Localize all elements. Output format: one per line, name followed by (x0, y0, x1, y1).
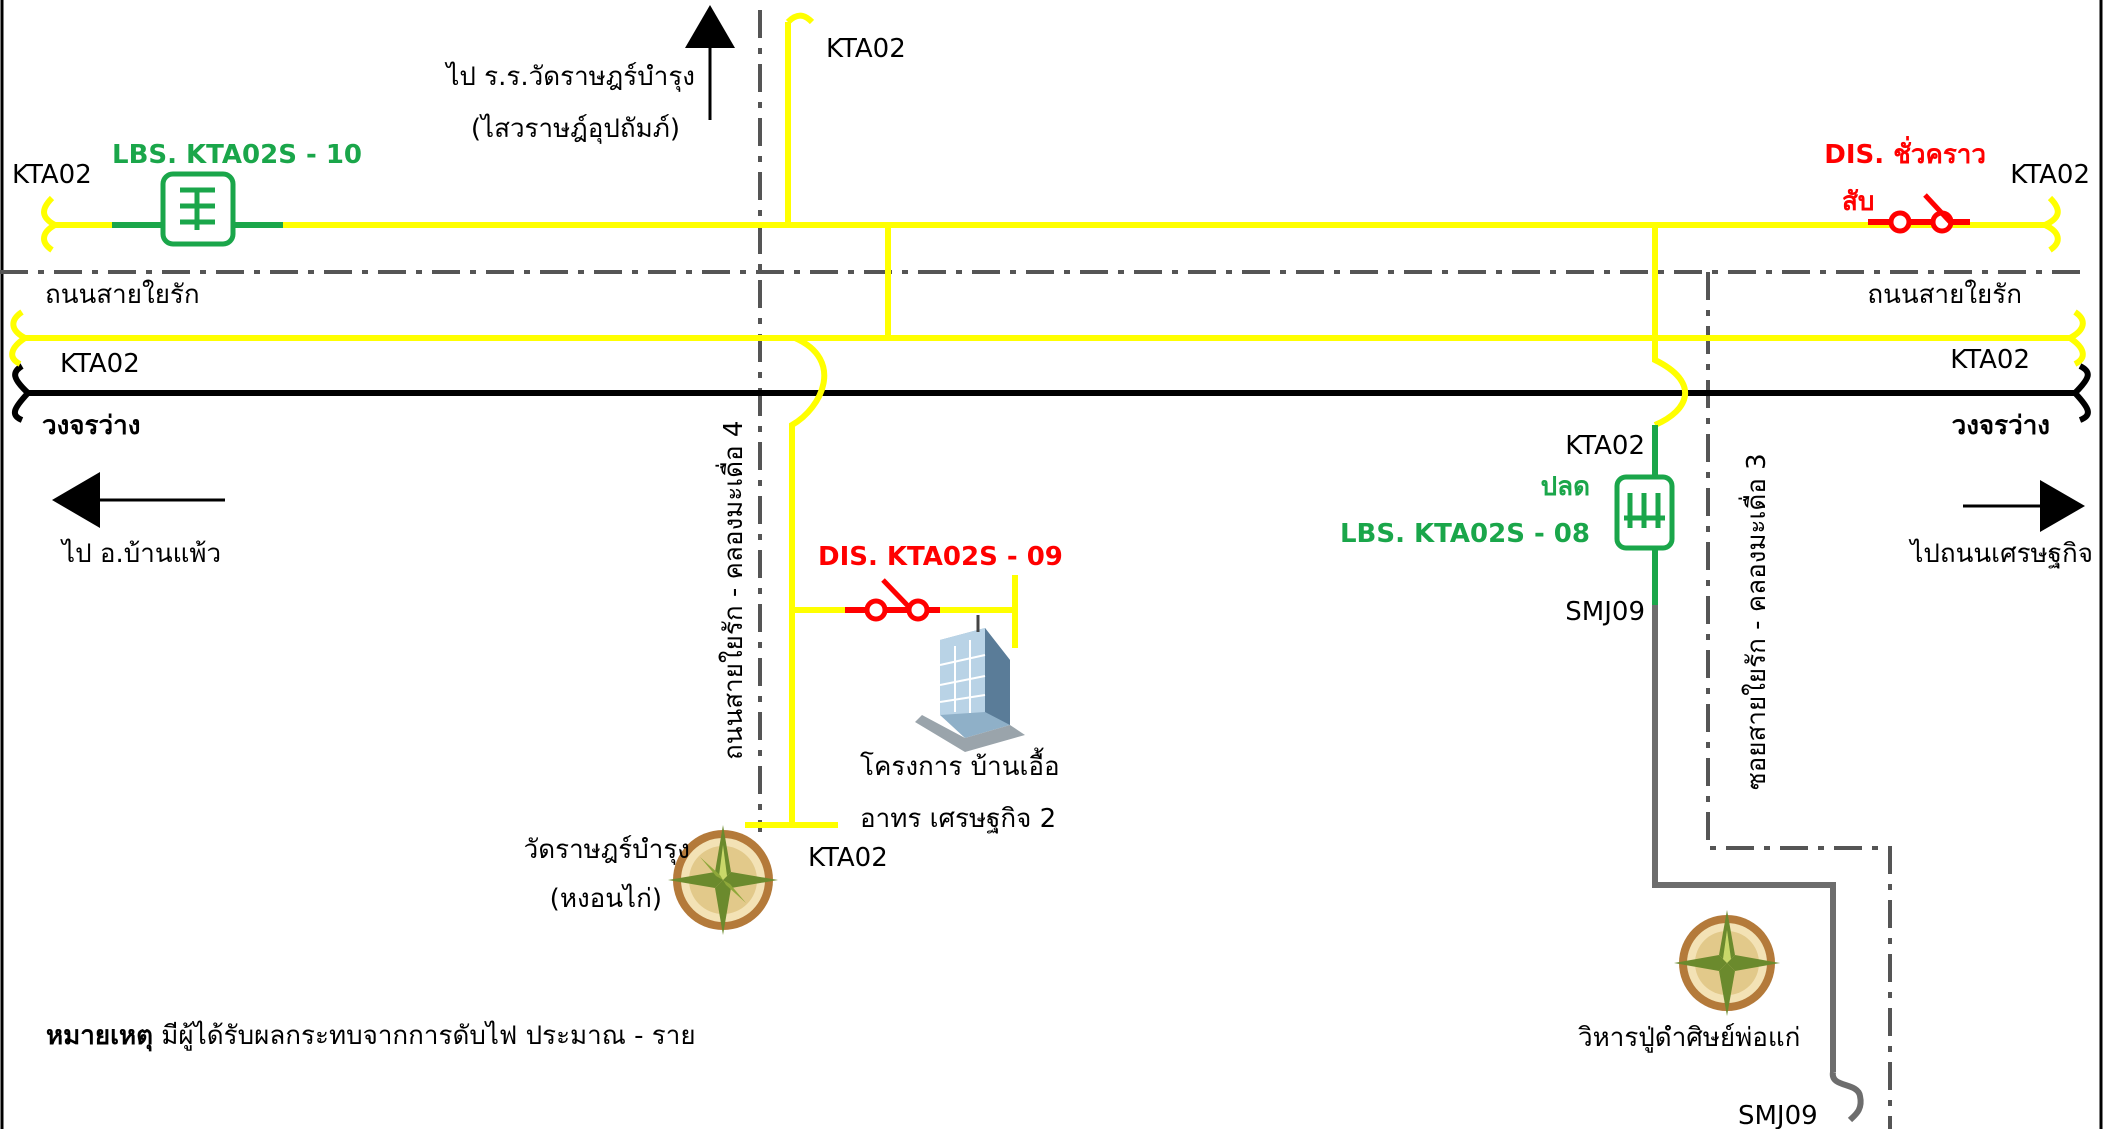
destination-school-line2: (ไสวราษฎ์อุปถัมภ์) (471, 113, 680, 144)
compass-temple-icon (1674, 910, 1780, 1016)
building-icon (915, 615, 1025, 752)
note-prefix: หมายเหตุ (46, 1021, 153, 1052)
feeder-lines (9, 12, 2086, 828)
dis-switch-icon[interactable] (1868, 193, 1970, 234)
project-label-line2: อาทร เศรษฐกิจ 2 (860, 804, 1056, 834)
destination-right-label: ไปถนนเศรษฐกิจ (1908, 538, 2093, 569)
road-vertical-right (1706, 272, 1892, 1129)
dis-switch-icon[interactable] (845, 578, 940, 622)
arrow-right-icon (1963, 480, 2085, 532)
road-label-vertical-left: ถนนสายใยรัก - คลองมะเดื่อ 4 (715, 421, 749, 760)
black-bus (11, 363, 2091, 423)
destination-school-line1: ไป ร.ร.วัดราษฎร์บำรุง (444, 61, 695, 92)
note-text: มีผู้ได้รับผลกระทบจากการดับไฟ ประมาณ - ร… (153, 1020, 696, 1051)
smj09-label-upper: SMJ09 (1565, 597, 1645, 627)
road-lines (0, 10, 2080, 1129)
feeder-lower-left-end (9, 309, 27, 367)
project-label-line1: โครงการ บ้านเอื้อ (860, 747, 1060, 782)
lbs10-label: LBS. KTA02S - 10 (112, 140, 362, 170)
road-label-right: ถนนสายใยรัก (1867, 280, 2022, 310)
temple-right-label: วิหารปู่ดำศิษย์พ่อแก่ (1578, 1023, 1801, 1053)
kta02-label-lbs08: KTA02 (1565, 431, 1645, 461)
feeder-lower-right-end (2068, 309, 2086, 367)
dis-temp-label: DIS. ชั่วคราว (1824, 135, 1986, 170)
note: หมายเหตุ มีผู้ได้รับผลกระทบจากการดับไฟ ป… (46, 1020, 696, 1052)
bus-label-right: วงจรว่าง (1952, 411, 2050, 441)
destination-left-label: ไป อ.บ้านแพ้ว (60, 538, 221, 569)
arrow-up-icon (685, 5, 735, 120)
kta02-label-right-upper: KTA02 (2010, 160, 2090, 190)
road-label-vertical-right: ซอยสายใยรัก - คลองมะเดื่อ 3 (1738, 453, 1772, 790)
kta02-label-right-lower: KTA02 (1950, 345, 2030, 375)
feeder-upper-right-end (2043, 195, 2061, 253)
lbs-switch-icon[interactable] (1614, 474, 1675, 551)
temple-left-label-line2: (หงอนไก่) (550, 883, 662, 914)
arrow-left-icon (52, 472, 225, 528)
temple-left-label-line1: วัดราษฎร์บำรุง (524, 835, 690, 865)
road-label-left: ถนนสายใยรัก (45, 280, 200, 310)
kta02-label-left-lower: KTA02 (60, 349, 140, 379)
kta02-label-bottom: KTA02 (808, 843, 888, 873)
dis09-label: DIS. KTA02S - 09 (818, 542, 1063, 572)
kta02-label-top: KTA02 (826, 34, 906, 64)
kta02-label-left-upper: KTA02 (12, 160, 92, 190)
gray-line (1652, 605, 1864, 1123)
dis-temp-state-label: สับ (1842, 187, 1874, 217)
lbs08-state-label: ปลด (1541, 472, 1590, 502)
smj09-label-bottom: SMJ09 (1738, 1101, 1818, 1129)
lbs08-label: LBS. KTA02S - 08 (1340, 519, 1590, 549)
feeder-down-right (1652, 228, 1689, 428)
bus-label-left: วงจรว่าง (42, 411, 140, 441)
feeder-upper-left-end (41, 195, 57, 253)
feeder-up-end (785, 12, 815, 25)
lbs-switch-icon[interactable] (160, 171, 236, 247)
feeder-down-left (789, 335, 828, 825)
compass-temple-icon (668, 825, 778, 935)
